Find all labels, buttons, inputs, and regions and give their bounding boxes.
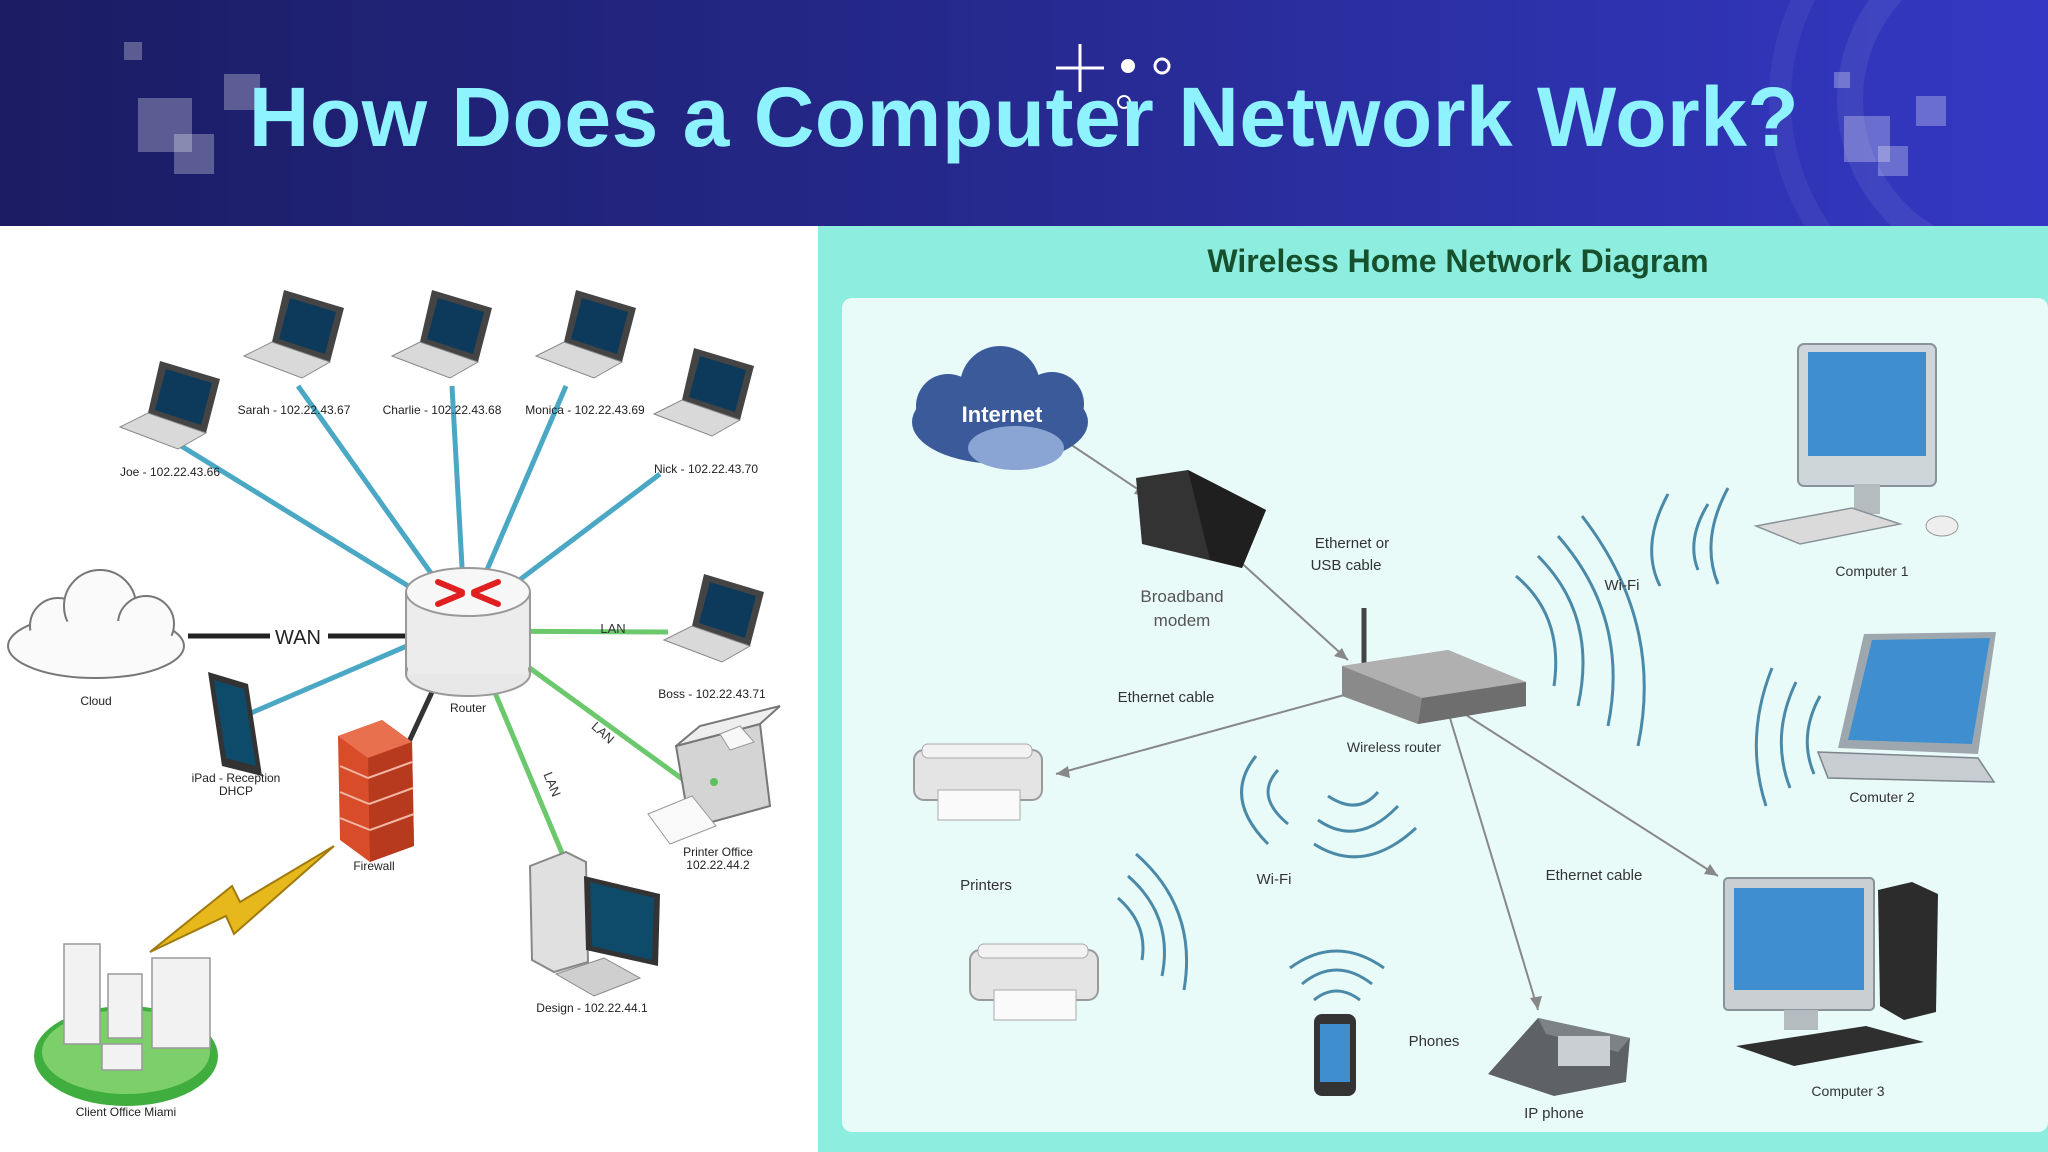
charlie-label: Charlie - 102.22.43.68 xyxy=(383,403,502,417)
wifi-label-middle: Wi-Fi xyxy=(1257,871,1292,888)
decor-overlay xyxy=(1056,0,1935,226)
printer-icon xyxy=(913,743,1043,821)
printer-icon xyxy=(647,705,781,845)
ipad-icon xyxy=(208,672,262,776)
phones-label: Phones xyxy=(1409,1033,1460,1050)
wireless-router-icon xyxy=(1342,608,1526,724)
wifi-label-top: Wi-Fi xyxy=(1605,577,1640,594)
computer1-label: Computer 1 xyxy=(1835,563,1908,579)
lan-label-design: LAN xyxy=(540,770,563,799)
office-network-diagram: WAN LAN LAN LAN Joe - 102.22.43.66 Sarah… xyxy=(0,226,818,1152)
ethernet-usb-label-line1: Ethernet or xyxy=(1315,535,1389,552)
printer-label-line2: 102.22.44.2 xyxy=(686,858,750,872)
laptop-icon xyxy=(118,361,220,450)
wireless-network-diagram: Wireless Home Network Diagram xyxy=(818,226,2048,1152)
boss-label: Boss - 102.22.43.71 xyxy=(658,687,766,701)
computer2-label: Comuter 2 xyxy=(1849,789,1915,805)
laptop-icon xyxy=(662,574,764,663)
nick-label: Nick - 102.22.43.70 xyxy=(654,462,758,476)
ethernet-cable-label-top: Ethernet cable xyxy=(1118,689,1215,706)
modem-label-line2: modem xyxy=(1154,611,1211,630)
broadband-modem-icon xyxy=(1136,470,1266,568)
cloud-icon xyxy=(7,569,185,679)
laptop-icon xyxy=(534,290,636,379)
diagram-title: Wireless Home Network Diagram xyxy=(1207,243,1708,279)
router-icon xyxy=(405,567,531,697)
title-banner: How Does a Computer Network Work? xyxy=(0,0,2048,226)
client-office-label: Client Office Miami xyxy=(76,1105,176,1119)
office-buildings-icon xyxy=(34,943,218,1106)
desktop-computer-icon xyxy=(1723,877,1938,1066)
ipad-label-line2: DHCP xyxy=(219,784,253,798)
slide-title: How Does a Computer Network Work? xyxy=(248,70,1800,164)
laptop-icon xyxy=(390,290,492,379)
wifi-signal-icon xyxy=(1117,487,1822,1002)
sarah-label: Sarah - 102.22.43.67 xyxy=(238,403,351,417)
ipad-label-line1: iPad - Reception xyxy=(192,771,281,785)
mobile-phone-icon xyxy=(1314,1014,1356,1096)
firewall-label: Firewall xyxy=(353,859,394,873)
decor-square xyxy=(124,42,142,60)
laptop-icon xyxy=(242,290,344,379)
design-label: Design - 102.22.44.1 xyxy=(536,1001,648,1015)
printer-icon xyxy=(969,943,1099,1021)
router-label: Router xyxy=(450,701,486,715)
internet-cloud-icon xyxy=(912,346,1088,470)
decor-square xyxy=(224,74,260,110)
ethernet-usb-label-line2: USB cable xyxy=(1311,557,1382,574)
decor-square xyxy=(1844,116,1890,162)
printers-label: Printers xyxy=(960,877,1012,894)
modem-label-line1: Broadband xyxy=(1140,587,1223,606)
lan-label-boss: LAN xyxy=(600,621,625,636)
decor-square xyxy=(138,98,192,152)
decor-square xyxy=(1916,96,1946,126)
decor-square xyxy=(1878,146,1908,176)
ip-phone-icon xyxy=(1488,1018,1630,1096)
joe-label: Joe - 102.22.43.66 xyxy=(120,465,220,479)
computer3-label: Computer 3 xyxy=(1811,1083,1884,1099)
laptop-icon xyxy=(1816,632,1996,783)
wireless-router-label: Wireless router xyxy=(1347,739,1441,755)
ethernet-cable-label-bottom: Ethernet cable xyxy=(1546,867,1643,884)
desktop-computer-icon xyxy=(1753,343,1959,545)
decor-square xyxy=(174,134,214,174)
laptop-icon xyxy=(652,348,754,437)
firewall-icon xyxy=(338,720,415,862)
printer-label-line1: Printer Office xyxy=(683,845,753,859)
monica-label: Monica - 102.22.43.69 xyxy=(525,403,645,417)
internet-label: Internet xyxy=(962,402,1043,427)
desktop-computer-icon xyxy=(528,850,660,997)
lan-label-printer: LAN xyxy=(589,719,618,747)
connector-lines xyxy=(1055,443,1719,1011)
wan-label: WAN xyxy=(275,627,321,649)
ip-phone-label: IP phone xyxy=(1524,1105,1584,1122)
cloud-label: Cloud xyxy=(80,694,111,708)
decor-square xyxy=(1834,72,1850,88)
lightning-icon xyxy=(149,845,335,953)
